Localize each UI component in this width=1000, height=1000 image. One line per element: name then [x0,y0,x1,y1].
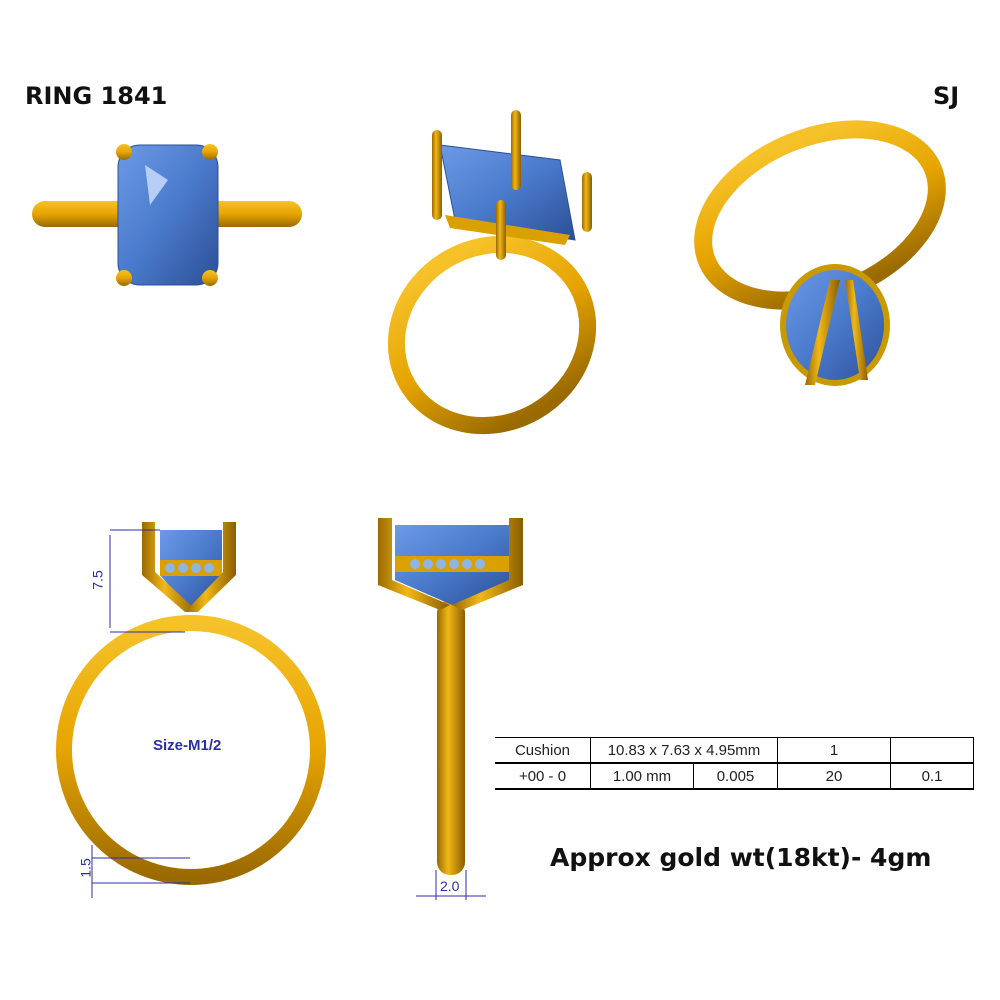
band-front [56,615,326,885]
table-cell: 0.1 [890,762,974,790]
table-cell [890,737,974,764]
side-view [378,518,523,875]
table-cell: 20 [777,762,891,790]
prong [116,144,132,160]
prong [202,270,218,286]
front-view [56,522,486,900]
head-height-dimension: 7.5 [89,570,106,590]
band-width-dimension: 2.0 [440,878,460,894]
table-row: +00 - 0 1.00 mm 0.005 20 0.1 [495,762,974,790]
ring-title: RING 1841 [25,82,168,110]
prong [116,270,132,286]
underside-view [694,120,946,386]
band-thickness-dimension: 1.5 [77,858,94,878]
ring-size-label: Size-M1/2 [153,737,222,754]
band-side [437,600,465,875]
table-cell: +00 - 0 [495,762,591,790]
table-cell: Cushion [495,737,591,764]
table-cell: 10.83 x 7.63 x 4.95mm [590,737,778,764]
prong [202,144,218,160]
perspective-view [387,110,597,435]
gold-weight-note: Approx gold wt(18kt)- 4gm [550,843,932,872]
dimension-lines [91,529,486,900]
table-cell: 1.00 mm [590,762,694,790]
table-cell: 0.005 [693,762,778,790]
table-cell: 1 [777,737,891,764]
spec-table: Cushion 10.83 x 7.63 x 4.95mm 1 +00 - 0 … [495,737,974,790]
table-row: Cushion 10.83 x 7.63 x 4.95mm 1 [495,737,974,764]
designer-initials: SJ [933,82,960,110]
top-view [32,144,302,286]
cushion-stone [117,144,219,286]
